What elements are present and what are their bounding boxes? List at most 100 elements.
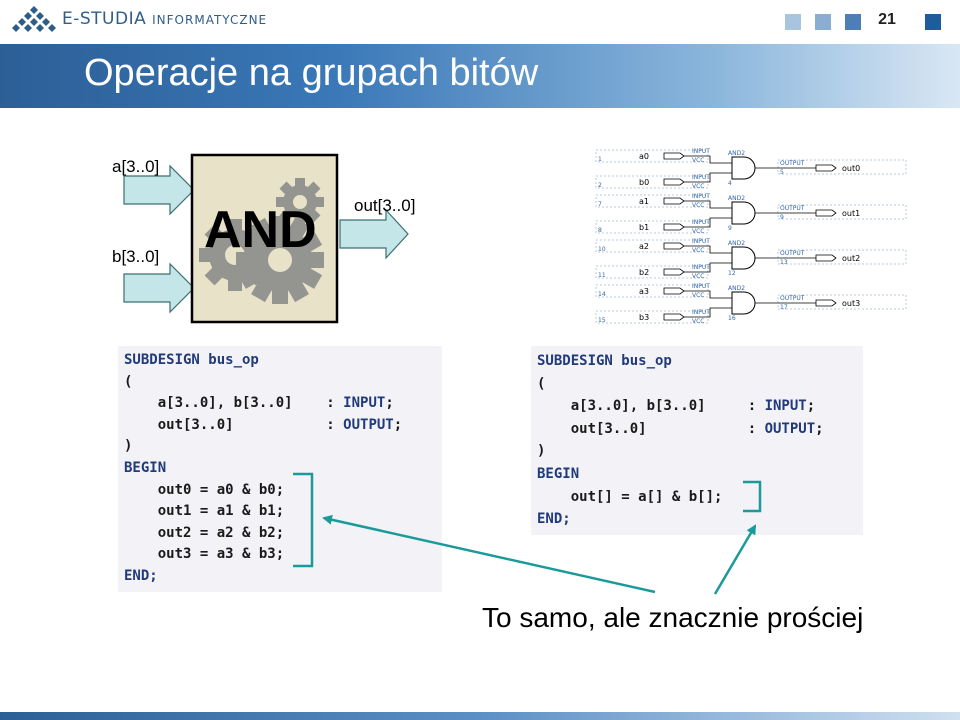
code-line: END; (537, 511, 571, 528)
header-square-3 (845, 14, 861, 30)
schem-vcc-tag: VCC (692, 157, 704, 164)
schem-pin-number: 5 (780, 169, 784, 176)
code-line: SUBDESIGN bus_op (537, 353, 672, 369)
schem-wire (684, 172, 732, 183)
schem-input-b-label: b0 (639, 178, 649, 187)
input-b-arrow (123, 262, 195, 314)
callout-arrow-right (713, 524, 757, 595)
company-logo-icon (12, 6, 56, 32)
code-line: ) (537, 443, 546, 460)
schem-row-frame (777, 294, 907, 310)
schem-input-tag: INPUT (692, 283, 710, 290)
schem-input-tag: INPUT (692, 219, 710, 226)
code-line: out3 = a3 & b3; (124, 546, 285, 563)
schem-input-pin (663, 152, 685, 160)
schem-output-pin (815, 254, 837, 262)
schem-wire (684, 262, 732, 273)
schem-row-frame (777, 249, 907, 265)
schem-row-frame (777, 204, 907, 220)
input-b-label: b[3..0] (112, 247, 160, 266)
schem-output-pin (815, 299, 837, 307)
schem-input-pin (663, 287, 685, 295)
schem-pin-number: 1 (598, 156, 602, 163)
caption-text: To samo, ale znacznie prościej (482, 602, 864, 633)
code-keyword: INPUT (764, 398, 807, 415)
gears-icon (199, 178, 324, 304)
schem-and-gate (731, 291, 756, 315)
schem-and-gate (731, 201, 756, 225)
schem-pin-number: 9 (728, 225, 732, 232)
output-arrow (339, 208, 409, 260)
schem-wire (684, 200, 732, 209)
schem-input-tag: INPUT (692, 238, 710, 245)
code-line: out1 = a1 & b1; (124, 503, 285, 520)
schem-pin-number: 14 (598, 291, 606, 298)
schem-input-pin (663, 223, 685, 231)
output-label: out[3..0] (354, 196, 416, 215)
footer-bar (0, 712, 960, 720)
schem-output-tag: OUTPUT (780, 205, 805, 212)
schem-output-tag: OUTPUT (780, 295, 805, 302)
schem-input-a-label: a0 (639, 152, 649, 161)
code-line: a[3..0], b[3..0] : (124, 395, 344, 412)
schem-input-a-label: a1 (639, 197, 649, 206)
schem-pin-number: 9 (780, 214, 784, 221)
schem-output-pin (815, 209, 837, 217)
schem-input-tag: INPUT (692, 193, 710, 200)
schem-input-tag: INPUT (692, 148, 710, 155)
schem-pin-number: 10 (598, 246, 606, 253)
schem-input-pin (663, 197, 685, 205)
schem-output-label: out3 (842, 299, 860, 308)
schem-and-gate (731, 246, 756, 270)
code-line: out[3..0] : (124, 416, 344, 433)
schem-vcc-tag: VCC (692, 202, 704, 209)
code-line: ( (124, 373, 133, 390)
code-line: END; (124, 567, 158, 584)
and-gate-label: AND (204, 201, 317, 259)
schem-input-b-label: b2 (639, 268, 649, 277)
schem-output-tag: OUTPUT (780, 160, 805, 167)
schem-gate-tag: AND2 (728, 150, 745, 157)
code-line: out[3..0] : (537, 420, 765, 437)
schem-gate-tag: AND2 (728, 195, 745, 202)
schem-vcc-tag: VCC (692, 247, 704, 254)
code-line: out[] = a[] & b[]; (537, 488, 723, 505)
header-square-2 (815, 14, 831, 30)
code-block-short: SUBDESIGN bus_op ( a[3..0], b[3..0] : IN… (531, 346, 863, 535)
schem-vcc-tag: VCC (692, 273, 704, 280)
code-keyword: INPUT (343, 395, 386, 412)
code-line: SUBDESIGN bus_op (124, 352, 259, 368)
schem-input-a-label: a3 (639, 287, 649, 296)
header-square-4 (925, 14, 941, 30)
schem-pin-number: 7 (598, 201, 602, 208)
schem-vcc-tag: VCC (692, 183, 704, 190)
schem-pin-number: 4 (728, 180, 732, 187)
brand-sub: INFORMATYCZNE (152, 13, 268, 27)
code-keyword: OUTPUT (343, 416, 394, 433)
code-line: BEGIN (537, 465, 580, 482)
schem-vcc-tag: VCC (692, 292, 704, 299)
brand-name: E-STUDIA INFORMATYCZNE (62, 9, 267, 29)
input-a-arrow (123, 164, 195, 216)
schem-wire (684, 245, 732, 254)
schem-wire (684, 307, 732, 318)
schem-input-b-label: b3 (639, 313, 649, 322)
code-line: ( (537, 375, 546, 392)
page-number: 21 (878, 11, 896, 28)
header-square-1 (785, 14, 801, 30)
schem-input-tag: INPUT (692, 174, 710, 181)
schem-input-pin (663, 242, 685, 250)
slide-title: Operacje na grupach bitów (84, 52, 539, 94)
schem-wire (684, 217, 732, 228)
schem-input-tag: INPUT (692, 264, 710, 271)
schem-pin-number: 12 (728, 270, 736, 277)
schem-wire (684, 290, 732, 299)
schem-vcc-tag: VCC (692, 318, 704, 325)
schem-pin-number: 8 (598, 227, 602, 234)
input-a-label: a[3..0] (112, 157, 160, 176)
schem-output-label: out1 (842, 209, 860, 218)
schem-pin-number: 13 (780, 259, 788, 266)
schem-pin-number: 16 (728, 315, 736, 322)
schem-row-frame (777, 159, 907, 175)
